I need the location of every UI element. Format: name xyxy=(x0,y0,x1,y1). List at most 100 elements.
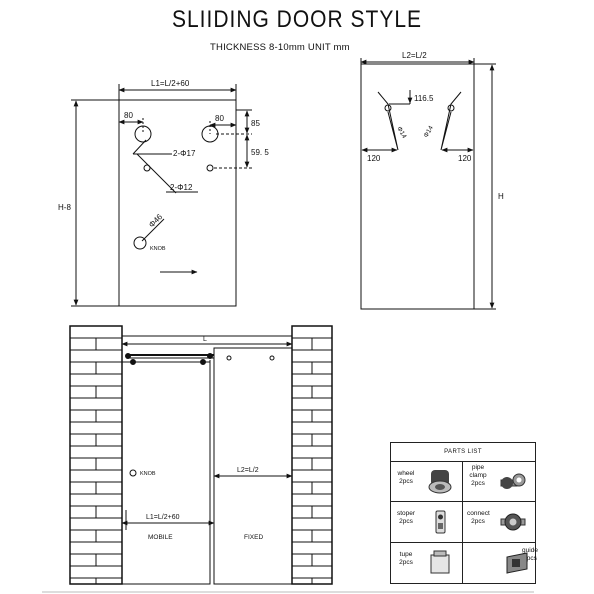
brick xyxy=(69,445,123,459)
pipe-clamp-icon xyxy=(500,473,526,489)
dim-116-5-label: 116.5 xyxy=(414,94,434,103)
tube-icon xyxy=(430,550,450,574)
brick xyxy=(69,517,123,531)
small-hole-right xyxy=(206,164,214,172)
brick xyxy=(69,421,123,435)
brick xyxy=(311,505,333,519)
brick xyxy=(69,553,97,567)
brick xyxy=(311,529,333,543)
brick xyxy=(311,337,333,351)
brick xyxy=(311,553,333,567)
brick xyxy=(291,421,333,435)
brick xyxy=(291,541,333,555)
brick xyxy=(291,493,333,507)
brick xyxy=(69,373,123,387)
part-name: connect xyxy=(467,510,490,518)
dim-l2-label: L2=L/2 xyxy=(402,51,427,60)
part-name: tupe xyxy=(399,550,413,558)
brick xyxy=(291,361,313,375)
brick xyxy=(69,481,97,495)
brick xyxy=(311,433,333,447)
dim-120-right-label: 120 xyxy=(458,154,472,163)
assembly-view xyxy=(69,325,333,585)
part-qty: 2pcs xyxy=(399,558,413,566)
dim-h-label: H xyxy=(498,192,504,201)
brick xyxy=(291,481,313,495)
assembly-l1-label: L1=L/2+60 xyxy=(146,514,180,521)
hole-phi12-label: 2-Φ12 xyxy=(170,183,193,192)
mobile-glass-labels: L1=L/2+60 80 80 85 59. 5 2-Φ17 2-Φ12 Φ46… xyxy=(58,79,269,252)
brick xyxy=(69,457,97,471)
mobile-glass-drawing xyxy=(71,84,252,307)
brick xyxy=(95,385,123,399)
hole-phi17-label: 2-Φ17 xyxy=(173,149,196,158)
brick xyxy=(291,373,333,387)
assembly-labels: L KNOB L2=L/2 L1=L/2+60 MOBILE FIXED xyxy=(140,336,263,541)
brick xyxy=(291,385,313,399)
part-qty: 2pcs xyxy=(471,518,485,526)
brick xyxy=(291,565,333,579)
brick xyxy=(311,577,333,585)
brick xyxy=(95,457,123,471)
connector-icon xyxy=(500,513,526,531)
brick xyxy=(291,553,313,567)
brick xyxy=(291,433,313,447)
brick xyxy=(95,553,123,567)
brick xyxy=(291,577,313,585)
brick xyxy=(95,337,123,351)
fixed-glass-drawing xyxy=(360,58,496,310)
part-name: guide xyxy=(522,546,538,554)
brick xyxy=(69,397,123,411)
brick xyxy=(69,529,97,543)
brick xyxy=(95,481,123,495)
part-name: wheel xyxy=(397,470,415,477)
part-qty: 1pcs xyxy=(523,554,537,562)
brick xyxy=(291,349,333,363)
brick xyxy=(291,445,333,459)
mobile-label: MOBILE xyxy=(148,534,173,541)
brick xyxy=(291,457,313,471)
dim-h8-label: H-8 xyxy=(58,203,71,212)
brick xyxy=(291,505,313,519)
brick xyxy=(95,409,123,423)
brick xyxy=(69,493,123,507)
brick xyxy=(69,349,123,363)
brick xyxy=(311,361,333,375)
dim-80-right-label: 80 xyxy=(215,114,224,123)
brick xyxy=(311,457,333,471)
brick xyxy=(69,577,97,585)
brick xyxy=(291,397,333,411)
phi14-right-label: Φ14 xyxy=(423,124,435,139)
hole-slot-left xyxy=(377,91,399,151)
brick xyxy=(95,433,123,447)
mobile-panel xyxy=(121,361,211,585)
brick xyxy=(69,325,123,339)
thickness-subtitle: THICKNESS 8-10mm UNIT mm xyxy=(210,42,350,53)
dim-80-left-label: 80 xyxy=(124,111,133,120)
dim-85-label: 85 xyxy=(251,119,260,128)
page-title: SLIIDING DOOR STYLE xyxy=(171,6,423,33)
hole-slot-right xyxy=(440,91,462,151)
dim-120-left-label: 120 xyxy=(367,154,381,163)
brick xyxy=(95,505,123,519)
parts-list-title: PARTS LIST xyxy=(391,443,535,462)
brick xyxy=(95,361,123,375)
mobile-glass-outline xyxy=(118,99,237,307)
brick xyxy=(291,325,333,339)
dim-59-5-label: 59. 5 xyxy=(251,148,269,157)
part-name: pipe clamp xyxy=(469,464,487,479)
dim-l1-label: L1=L/2+60 xyxy=(151,79,190,88)
brick xyxy=(69,409,97,423)
part-qty: 2pcs xyxy=(399,518,413,526)
assembly-knob xyxy=(129,469,137,477)
knob-label: KNOB xyxy=(150,246,166,252)
fixed-label: FIXED xyxy=(244,534,263,541)
part-qty: 2pcs xyxy=(471,480,485,487)
